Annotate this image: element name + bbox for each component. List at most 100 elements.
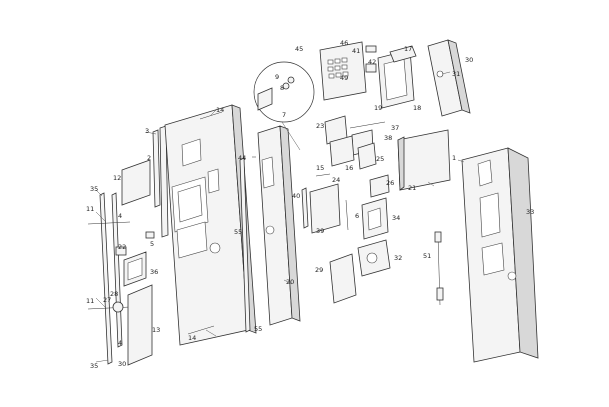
label-36: 36 xyxy=(150,268,158,276)
label-6: 6 xyxy=(355,212,359,220)
left-small-panels xyxy=(112,159,155,366)
bracket-2-3 xyxy=(152,125,169,238)
part-29 xyxy=(329,253,357,304)
label-11a: 11 xyxy=(86,205,94,213)
label-42: 42 xyxy=(368,58,376,66)
label-23: 23 xyxy=(316,122,324,130)
unit-screen xyxy=(479,192,501,238)
part-16 xyxy=(329,135,355,167)
part-8 xyxy=(282,82,290,90)
unit-top-panel xyxy=(477,159,493,187)
part-32-hole xyxy=(366,252,378,264)
part-37 xyxy=(349,121,386,129)
label-15: 15 xyxy=(316,164,324,172)
part-26 xyxy=(369,174,390,198)
label-18: 18 xyxy=(413,104,421,112)
part-17 xyxy=(389,45,417,63)
label-16: 16 xyxy=(345,164,353,172)
label-19: 19 xyxy=(374,104,382,112)
keypad-plate-45 xyxy=(319,41,367,101)
label-1: 1 xyxy=(452,154,456,162)
part-39 xyxy=(309,183,341,234)
keypad-keys xyxy=(327,57,349,79)
part-labels: 35 11 4 11 4 30 12 3 2 22 5 36 28 27 13 … xyxy=(86,39,534,370)
part-41 xyxy=(365,45,377,53)
rail-14-bottom xyxy=(187,325,215,335)
assembled-unit xyxy=(461,147,539,363)
part-6 xyxy=(345,199,349,231)
column-20-slot xyxy=(261,156,275,189)
label-2: 2 xyxy=(147,154,151,162)
keypad-assembly xyxy=(319,41,377,101)
label-4a: 4 xyxy=(118,212,122,220)
unit-keypad-area xyxy=(481,242,505,276)
key xyxy=(335,72,342,78)
label-51: 51 xyxy=(423,252,431,260)
part-7 xyxy=(257,87,273,111)
strip-55-left xyxy=(239,157,251,333)
rod-35 xyxy=(99,192,113,365)
label-11b: 11 xyxy=(86,297,94,305)
label-31: 31 xyxy=(452,70,460,78)
label-55a: 55 xyxy=(234,228,242,236)
label-33: 33 xyxy=(526,208,534,216)
label-55b: 55 xyxy=(254,325,262,333)
leader-lines xyxy=(95,71,465,363)
tray-21-body xyxy=(397,129,451,191)
label-30b: 30 xyxy=(118,360,126,368)
label-14b: 14 xyxy=(188,334,196,342)
unit-side xyxy=(507,147,539,359)
label-29: 29 xyxy=(315,266,323,274)
cable-51-connector-top xyxy=(434,231,442,243)
label-40: 40 xyxy=(292,192,300,200)
label-14a: 14 xyxy=(216,106,224,114)
key xyxy=(327,66,334,72)
label-20: 20 xyxy=(286,278,294,286)
part-24 xyxy=(315,173,331,177)
label-44: 44 xyxy=(238,154,246,162)
frame-19-window xyxy=(383,58,408,101)
key xyxy=(341,57,348,63)
cable-51-connector-bottom xyxy=(436,287,444,301)
label-39: 39 xyxy=(316,227,324,235)
label-21: 21 xyxy=(408,184,416,192)
panel-36-window xyxy=(127,257,143,281)
column-20-side xyxy=(279,125,301,322)
bracket-3 xyxy=(159,125,169,238)
label-30a: 30 xyxy=(465,56,473,64)
part-42 xyxy=(365,63,377,73)
label-41: 41 xyxy=(352,47,360,55)
part-22 xyxy=(115,246,127,256)
label-35a: 35 xyxy=(90,185,98,193)
label-45: 45 xyxy=(295,45,303,53)
tray-21-flange xyxy=(397,136,405,191)
detail-circle-outline xyxy=(253,61,315,123)
middle-parts xyxy=(252,115,391,304)
label-35b: 35 xyxy=(90,362,98,370)
part-40 xyxy=(301,187,309,229)
tray-21 xyxy=(397,129,451,191)
label-27: 27 xyxy=(103,296,111,304)
bolt-11-top xyxy=(87,221,131,225)
label-4b: 4 xyxy=(118,339,122,347)
detail-circle xyxy=(253,61,315,151)
part-9 xyxy=(287,76,295,84)
key xyxy=(334,58,341,64)
label-7: 7 xyxy=(282,111,286,119)
detail-leader xyxy=(281,121,301,151)
key xyxy=(327,59,334,65)
key xyxy=(342,71,349,77)
unit-button xyxy=(507,271,517,281)
part-5 xyxy=(145,231,155,239)
part-34-inner xyxy=(367,207,382,231)
back-panel-cutout-top xyxy=(181,138,202,167)
label-34: 34 xyxy=(392,214,400,222)
back-panel-window-inner xyxy=(177,184,203,223)
label-17: 17 xyxy=(404,45,412,53)
label-32: 32 xyxy=(394,254,402,262)
rail-14-top xyxy=(199,111,223,120)
panel-13 xyxy=(127,284,153,366)
label-28: 28 xyxy=(110,290,118,298)
